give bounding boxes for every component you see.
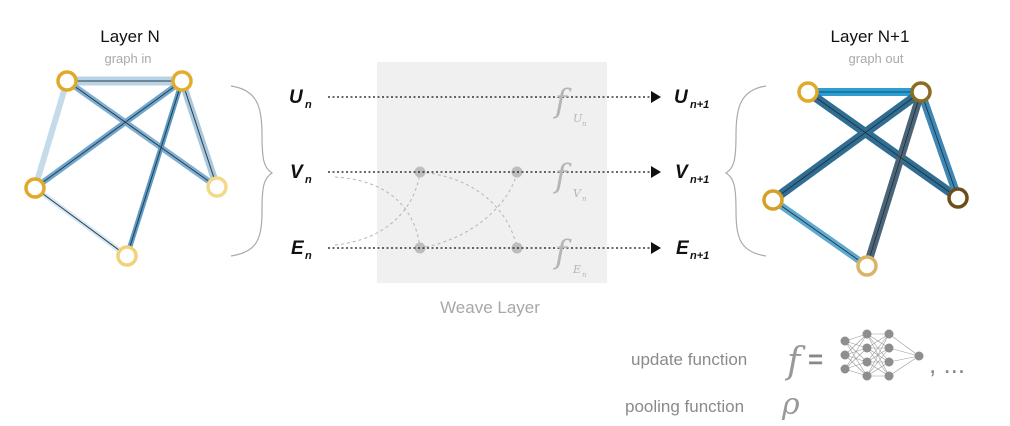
svg-text:n: n	[582, 271, 587, 279]
legend-ellipsis: , ...	[929, 349, 965, 379]
input-e: E n	[291, 238, 312, 262]
output-e: E n+1	[676, 238, 709, 262]
graph-in-title: Layer N	[100, 27, 160, 46]
update-function-label: update function	[631, 350, 747, 369]
svg-text:n: n	[305, 99, 312, 111]
svg-text:E: E	[291, 238, 305, 259]
svg-text:n: n	[582, 120, 587, 128]
svg-text:E: E	[572, 263, 581, 276]
svg-text:n+1: n+1	[690, 250, 709, 262]
graph-out-node-1	[797, 81, 819, 103]
svg-text:E: E	[676, 238, 690, 259]
output-v: V n+1	[675, 162, 709, 186]
svg-text:V: V	[573, 187, 582, 200]
graph-out-node-3	[762, 189, 784, 211]
svg-text:V: V	[675, 162, 689, 183]
pooling-function-symbol: ρ	[781, 387, 800, 422]
input-u: U n	[289, 87, 312, 111]
svg-text:n+1: n+1	[690, 174, 709, 186]
svg-text:n: n	[305, 250, 312, 262]
svg-text:U: U	[289, 87, 304, 108]
flow-lines	[328, 91, 661, 254]
graph-out-subtitle: graph out	[849, 51, 904, 66]
input-v: V n	[290, 162, 312, 186]
graph-out-node-5	[856, 255, 878, 277]
right-brace	[724, 85, 767, 257]
svg-text:n+1: n+1	[690, 99, 709, 111]
left-brace	[230, 85, 274, 257]
graph-out-title: Layer N+1	[831, 27, 910, 46]
graph-in-subtitle: graph in	[105, 51, 152, 66]
weave-inner-connections	[334, 171, 518, 249]
mlp-icon	[840, 329, 924, 381]
graph-in-nodes	[24, 70, 228, 267]
svg-text:n: n	[305, 174, 312, 186]
svg-text:n: n	[582, 195, 587, 203]
graph-out-nodes	[762, 81, 969, 277]
graph-in-node-3	[24, 177, 46, 199]
graph-out-edges	[768, 87, 963, 270]
weave-layer-label: Weave Layer	[440, 298, 540, 317]
pooling-function-label: pooling function	[625, 397, 744, 416]
update-function-symbol: f	[784, 341, 806, 382]
equals-sign: =	[808, 344, 823, 374]
svg-text:V: V	[290, 162, 304, 183]
graph-in-edges	[32, 76, 221, 259]
graph-in-node-5	[116, 245, 138, 267]
graph-in-node-4	[206, 176, 228, 198]
svg-text:U: U	[573, 112, 583, 125]
graph-in-node-1	[56, 70, 78, 92]
output-u: U n+1	[674, 87, 709, 111]
graph-in-node-2	[171, 70, 193, 92]
graph-out-node-4	[947, 187, 969, 209]
svg-text:U: U	[674, 87, 689, 108]
graph-out-node-2	[910, 81, 932, 103]
